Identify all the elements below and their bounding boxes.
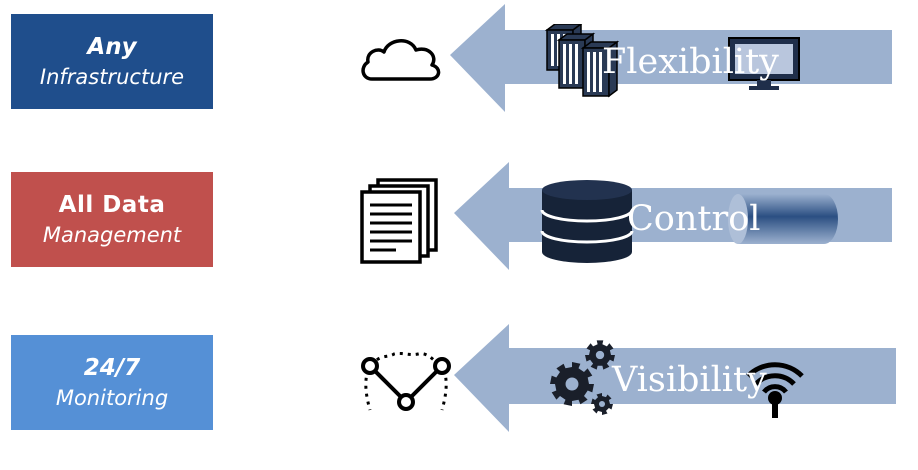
control-label: Control: [627, 199, 761, 239]
database-icon: [540, 180, 634, 263]
network-graph-icon: [361, 352, 451, 411]
gears-icon: [550, 340, 615, 415]
pipe-cylinder-icon: [728, 194, 838, 244]
box-subtitle: Infrastructure: [39, 64, 185, 89]
documents-icon: [360, 178, 438, 264]
monitoring-box: 24/7 Monitoring: [11, 335, 213, 430]
server-rack-icon: [544, 24, 620, 98]
all-data-management-box: All Data Management: [11, 172, 213, 267]
any-infrastructure-box: Any Infrastructure: [11, 14, 213, 109]
visibility-label: Visibility: [612, 360, 767, 400]
flexibility-label: Flexibility: [602, 42, 779, 82]
box-subtitle: Management: [42, 222, 182, 247]
box-subtitle: Monitoring: [55, 385, 169, 410]
box-title: Any: [87, 33, 137, 60]
wireless-antenna-icon: [746, 362, 804, 418]
box-title: 24/7: [83, 354, 141, 381]
monitor-icon: [728, 37, 800, 90]
visibility-arrow: [454, 324, 896, 432]
cloud-icon: [361, 39, 441, 81]
box-title: All Data: [58, 191, 166, 218]
